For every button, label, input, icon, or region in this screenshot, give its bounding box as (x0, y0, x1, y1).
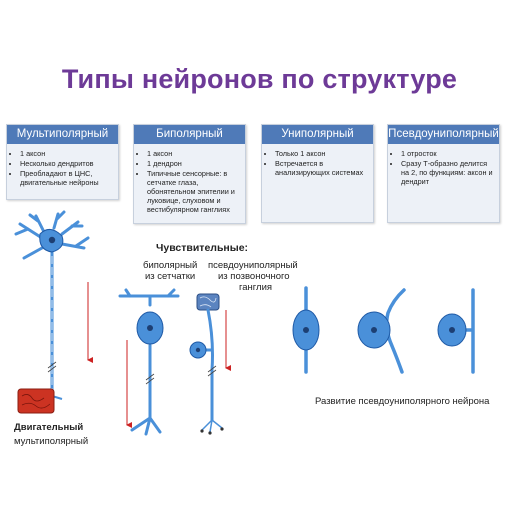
bipolar-label-line2: из сетчатки (145, 271, 196, 282)
receptor-icon (196, 293, 220, 311)
card-multipolar-header: Мультиполярный (7, 125, 118, 144)
development-stage-2 (357, 288, 406, 374)
card-pseudounipolar: Псевдоуниполярный 1 отросток Сразу Т-обр… (387, 124, 500, 223)
pseudo-label-line3: ганглия (239, 282, 273, 293)
page-title: Типы нейронов по структуре (61, 64, 458, 94)
bipolar-label-line1: биполярный (143, 260, 198, 271)
card-pseudounipolar-header: Псевдоуниполярный (388, 125, 499, 144)
card-bipolar: Биполярный 1 аксон 1 дендрон Типичные се… (133, 124, 246, 224)
card-bipolar-item: Типичные сенсорные: в сетчатке глаза, об… (147, 169, 241, 214)
pseudo-label-line2: из позвоночного (218, 271, 290, 282)
card-unipolar-item: Встречается в анализирующих системах (275, 159, 369, 177)
card-unipolar: Униполярный Только 1 аксон Встречается в… (261, 124, 374, 223)
bipolar-neuron (118, 288, 180, 436)
card-unipolar-header: Униполярный (262, 125, 373, 144)
pseudounipolar-neuron (189, 293, 231, 435)
card-bipolar-item: 1 аксон (147, 149, 241, 158)
card-unipolar-item: Только 1 аксон (275, 149, 369, 158)
card-pseudounipolar-item: Сразу Т-образно делится на 2, по функция… (401, 159, 495, 186)
card-multipolar-item: Преобладают в ЦНС, двигательные нейроны (20, 169, 114, 187)
multipolar-neuron (14, 210, 93, 414)
card-pseudounipolar-item: 1 отросток (401, 149, 495, 158)
development-caption: Развитие псевдоуниполярного нейрона (315, 396, 490, 407)
development-stage-1 (292, 286, 320, 374)
pseudo-label-line1: псевдоуниполярный (208, 260, 298, 271)
development-stage-3 (437, 288, 475, 374)
card-multipolar-item: Несколько дендритов (20, 159, 114, 168)
card-multipolar-item: 1 аксон (20, 149, 114, 158)
card-multipolar: Мультиполярный 1 аксон Несколько дендрит… (6, 124, 119, 200)
card-bipolar-item: 1 дендрон (147, 159, 241, 168)
sensory-title: Чувствительные: (156, 242, 249, 254)
motor-label-line2: мультиполярный (14, 436, 89, 447)
card-bipolar-header: Биполярный (134, 125, 245, 144)
motor-label-line1: Двигательный (14, 422, 84, 433)
